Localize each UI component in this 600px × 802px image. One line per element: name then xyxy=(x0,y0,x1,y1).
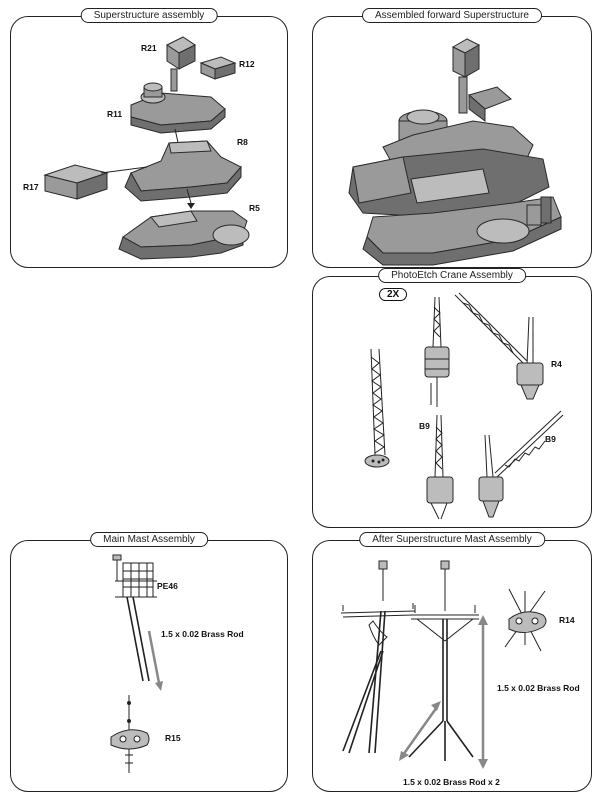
main-mast-panel: Main Mast Assembly PE46 1.5 x 0.02 B xyxy=(10,532,288,792)
after-mast-panel: After Superstructure Mast Assembly xyxy=(312,532,592,792)
label-b9-right: B9 xyxy=(545,434,556,444)
label-main-mast-rod: 1.5 x 0.02 Brass Rod xyxy=(161,629,244,639)
part-r12 xyxy=(199,56,237,80)
crane-upright-2 xyxy=(426,414,454,520)
crane-upright-1 xyxy=(424,296,450,407)
photoetch-crane-panel: PhotoEtch Crane Assembly 2X xyxy=(312,268,592,528)
label-r12: R12 xyxy=(239,59,255,69)
part-r17 xyxy=(43,164,109,200)
part-r11 xyxy=(130,82,226,134)
label-r5: R5 xyxy=(249,203,260,213)
label-r8: R8 xyxy=(237,137,248,147)
superstructure-exploded-diagram xyxy=(43,36,250,260)
label-b9-left: B9 xyxy=(419,421,430,431)
label-after-mast-rod-x2: 1.5 x 0.02 Brass Rod x 2 xyxy=(403,777,500,787)
after-mast-left xyxy=(340,560,416,754)
crane-diagrams xyxy=(364,292,564,520)
label-r17: R17 xyxy=(23,182,39,192)
after-mast-middle xyxy=(408,560,479,761)
superstructure-assembly-title: Superstructure assembly xyxy=(80,8,218,23)
after-mast-title: After Superstructure Mast Assembly xyxy=(359,532,545,547)
label-r14: R14 xyxy=(559,615,575,625)
label-pe46: PE46 xyxy=(157,581,178,591)
crane-lattice-boom xyxy=(364,348,390,468)
platform-pe46 xyxy=(115,562,157,598)
label-after-mast-rod: 1.5 x 0.02 Brass Rod xyxy=(497,683,580,693)
assembled-forward-diagram xyxy=(348,38,562,266)
label-r4: R4 xyxy=(551,359,562,369)
crane-angled-1 xyxy=(454,292,544,400)
part-r14 xyxy=(504,588,547,652)
main-mast-diagram xyxy=(110,554,163,773)
photoetch-crane-title: PhotoEtch Crane Assembly xyxy=(378,268,526,283)
label-r21: R21 xyxy=(141,43,157,53)
label-r15: R15 xyxy=(165,733,181,743)
after-mast-diagram xyxy=(340,560,547,769)
assembled-forward-title: Assembled forward Superstructure xyxy=(362,8,542,23)
part-r5 xyxy=(118,210,250,260)
part-r21 xyxy=(166,36,196,92)
scale-badge-2x: 2X xyxy=(379,288,408,301)
part-r15 xyxy=(110,695,150,773)
crane-angled-2 xyxy=(478,410,564,518)
superstructure-assembly-panel: Superstructure assembly xyxy=(10,8,288,268)
main-mast-title: Main Mast Assembly xyxy=(90,532,208,547)
label-r11: R11 xyxy=(107,109,123,119)
assembled-forward-panel: Assembled forward Superstructure xyxy=(312,8,592,268)
part-r8 xyxy=(124,140,242,202)
